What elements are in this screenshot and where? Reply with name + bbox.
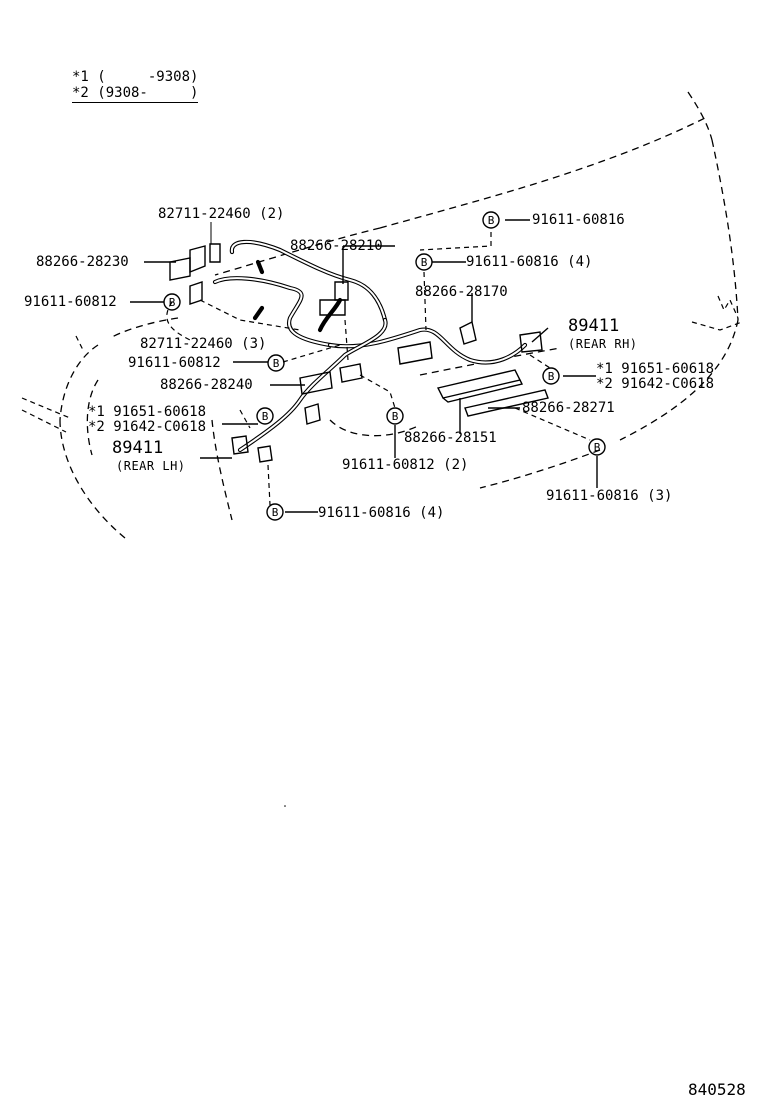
- body-outline-bottom: [479, 449, 601, 489]
- speck: [284, 805, 286, 807]
- label-lh-star1: *1 91651-60618: [88, 404, 207, 420]
- wheel-arch-left: [59, 344, 99, 421]
- label-91611-60816-top: 91611-60816: [532, 212, 625, 228]
- label-82711-22460-2: 82711-22460 (2): [158, 206, 285, 222]
- body-outline-lower-right: [619, 319, 739, 441]
- label-88266-28151: 88266-28151: [404, 430, 497, 446]
- label-91611-60816-3: 91611-60816 (3): [546, 488, 673, 504]
- label-89411-lh: 89411: [112, 438, 164, 458]
- legend-line-1: *1 ( -9308): [72, 69, 199, 85]
- label-rear-rh: (REAR RH): [568, 337, 638, 351]
- legend-line-2: *2 (9308- ): [72, 85, 199, 103]
- wire-harness: [212, 239, 528, 453]
- label-82711-22460-3: 82711-22460 (3): [140, 336, 267, 352]
- wheel-arch-top: [109, 317, 179, 339]
- svg-text:B: B: [548, 370, 555, 383]
- body-outline-edge: [687, 91, 713, 141]
- inner-wall: [211, 419, 233, 521]
- label-91611-60812-2: 91611-60812 (2): [342, 457, 469, 473]
- hatch-1: [21, 397, 71, 419]
- body-outline-top-left: [214, 227, 381, 276]
- axle-curve: [329, 419, 421, 437]
- bolt-dash-lines: [166, 232, 591, 506]
- hatch-3: [75, 335, 85, 353]
- label-lh-star2: *2 91642-C0618: [88, 419, 207, 435]
- label-88266-28230: 88266-28230: [36, 254, 129, 270]
- diagram-code: 840528: [688, 1080, 746, 1099]
- body-outline-notch: [717, 295, 739, 319]
- body-outline-top: [379, 117, 706, 229]
- svg-text:B: B: [421, 256, 428, 269]
- svg-text:B: B: [272, 506, 279, 519]
- label-88266-28240: 88266-28240: [160, 377, 253, 393]
- inner-arch: [86, 379, 99, 456]
- svg-text:B: B: [488, 214, 495, 227]
- wheel-arch-bottom: [59, 419, 126, 539]
- label-91611-60816-4-top: 91611-60816 (4): [466, 254, 593, 270]
- brackets: [169, 243, 549, 463]
- bolt-symbols: [163, 211, 606, 521]
- label-91611-60812-left: 91611-60812: [24, 294, 117, 310]
- hatch-2: [21, 409, 67, 433]
- body-outline-right: [711, 139, 739, 321]
- body-outline-notch2: [691, 321, 743, 331]
- label-91611-60816-4-bottom: 91611-60816 (4): [318, 505, 445, 521]
- bolt-letters: B B B B B B B B B: [169, 214, 601, 519]
- label-rh-star2: *2 91642-C0618: [596, 376, 715, 392]
- label-88266-28170: 88266-28170: [415, 284, 508, 300]
- label-88266-28271: 88266-28271: [522, 400, 615, 416]
- label-91611-60812-mid: 91611-60812: [128, 355, 221, 371]
- svg-text:B: B: [273, 357, 280, 370]
- label-89411-rh: 89411: [568, 316, 620, 336]
- svg-text:B: B: [392, 410, 399, 423]
- label-rear-lh: (REAR LH): [116, 459, 186, 473]
- label-rh-star1: *1 91651-60618: [596, 361, 715, 377]
- label-88266-28210: 88266-28210: [290, 238, 383, 254]
- svg-text:B: B: [169, 296, 176, 309]
- leader-lines: [130, 219, 598, 513]
- svg-text:B: B: [594, 441, 601, 454]
- svg-text:B: B: [262, 410, 269, 423]
